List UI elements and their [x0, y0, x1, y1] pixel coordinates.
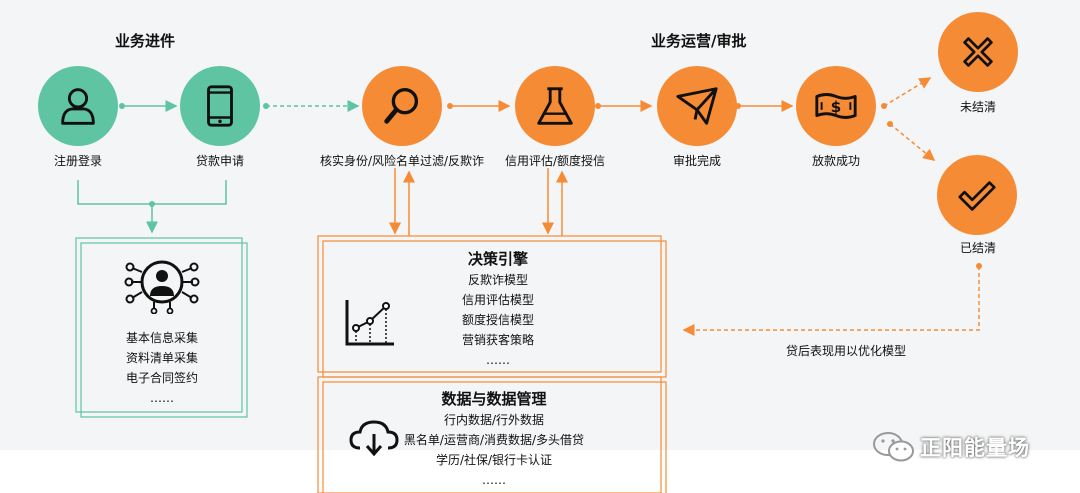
info-line: 基本信息采集 [125, 331, 199, 345]
register-node [38, 66, 118, 146]
register-label: 注册登录 [53, 154, 103, 168]
info-line: 资料清单采集 [125, 351, 199, 365]
data-management-line: 黑名单/运营商/消费数据/多头借贷 [403, 433, 585, 447]
wechat-icon [872, 430, 916, 468]
data-management-title: 数据与数据管理 [441, 390, 547, 408]
svg-text:$: $ [831, 98, 842, 116]
unpaid-label: 未结清 [959, 100, 997, 114]
paid-label: 已结清 [959, 241, 997, 255]
decision-engine-line: 营销获客策略 [461, 333, 535, 347]
loan-apply-label: 贷款申请 [195, 154, 245, 168]
check-icon [958, 181, 996, 211]
approval-node [657, 66, 737, 146]
data-management-line: 行内数据/行外数据 [443, 413, 545, 427]
data-management-line: 学历/社保/银行卡认证 [435, 453, 553, 467]
section-title-business-entry: 业务进件 [115, 32, 176, 50]
decision-engine-line: …… [485, 353, 510, 367]
watermark-text: 正阳能量场 [920, 436, 1030, 460]
paid-node [937, 155, 1017, 235]
unpaid-node [938, 12, 1018, 92]
approval-label: 审批完成 [672, 154, 722, 168]
decision-engine-panel: 决策引擎 反欺诈模型 信用评估模型 额度授信模型 营销获客策略 …… [462, 248, 534, 370]
paper-plane-icon [676, 87, 718, 125]
user-icon [61, 88, 95, 125]
loan-apply-node [180, 66, 260, 146]
verify-label: 核实身份/风险名单过滤/反欺诈 [319, 154, 485, 168]
info-line: 电子合同签约 [125, 371, 199, 385]
phone-icon [207, 85, 233, 127]
banknote-icon: $ [815, 93, 857, 119]
credit-node [515, 66, 595, 146]
feedback-label: 贷后表现用以优化模型 [786, 344, 907, 358]
data-management-line: …… [481, 473, 506, 487]
cloud-download-icon [348, 418, 400, 462]
decision-engine-line: 额度授信模型 [461, 313, 535, 327]
verify-node [362, 66, 442, 146]
cross-icon [963, 37, 993, 67]
disburse-node: $ [796, 66, 876, 146]
info-line: …… [149, 391, 174, 405]
network-person-icon [124, 258, 200, 318]
decision-engine-title: 决策引擎 [467, 250, 529, 268]
flask-icon [537, 87, 573, 125]
credit-label: 信用评估/额度授信 [504, 154, 606, 168]
decision-engine-line: 信用评估模型 [461, 293, 535, 307]
section-title-operations-approval: 业务运营/审批 [651, 32, 747, 50]
line-chart-icon [344, 298, 396, 352]
data-management-panel: 数据与数据管理 行内数据/行外数据 黑名单/运营商/消费数据/多头借贷 学历/社… [404, 388, 584, 490]
decision-engine-line: 反欺诈模型 [467, 273, 529, 287]
search-icon [384, 88, 419, 124]
disburse-label: 放款成功 [811, 154, 861, 168]
info-panel-list: 基本信息采集 资料清单采集 电子合同签约 …… [126, 328, 198, 408]
